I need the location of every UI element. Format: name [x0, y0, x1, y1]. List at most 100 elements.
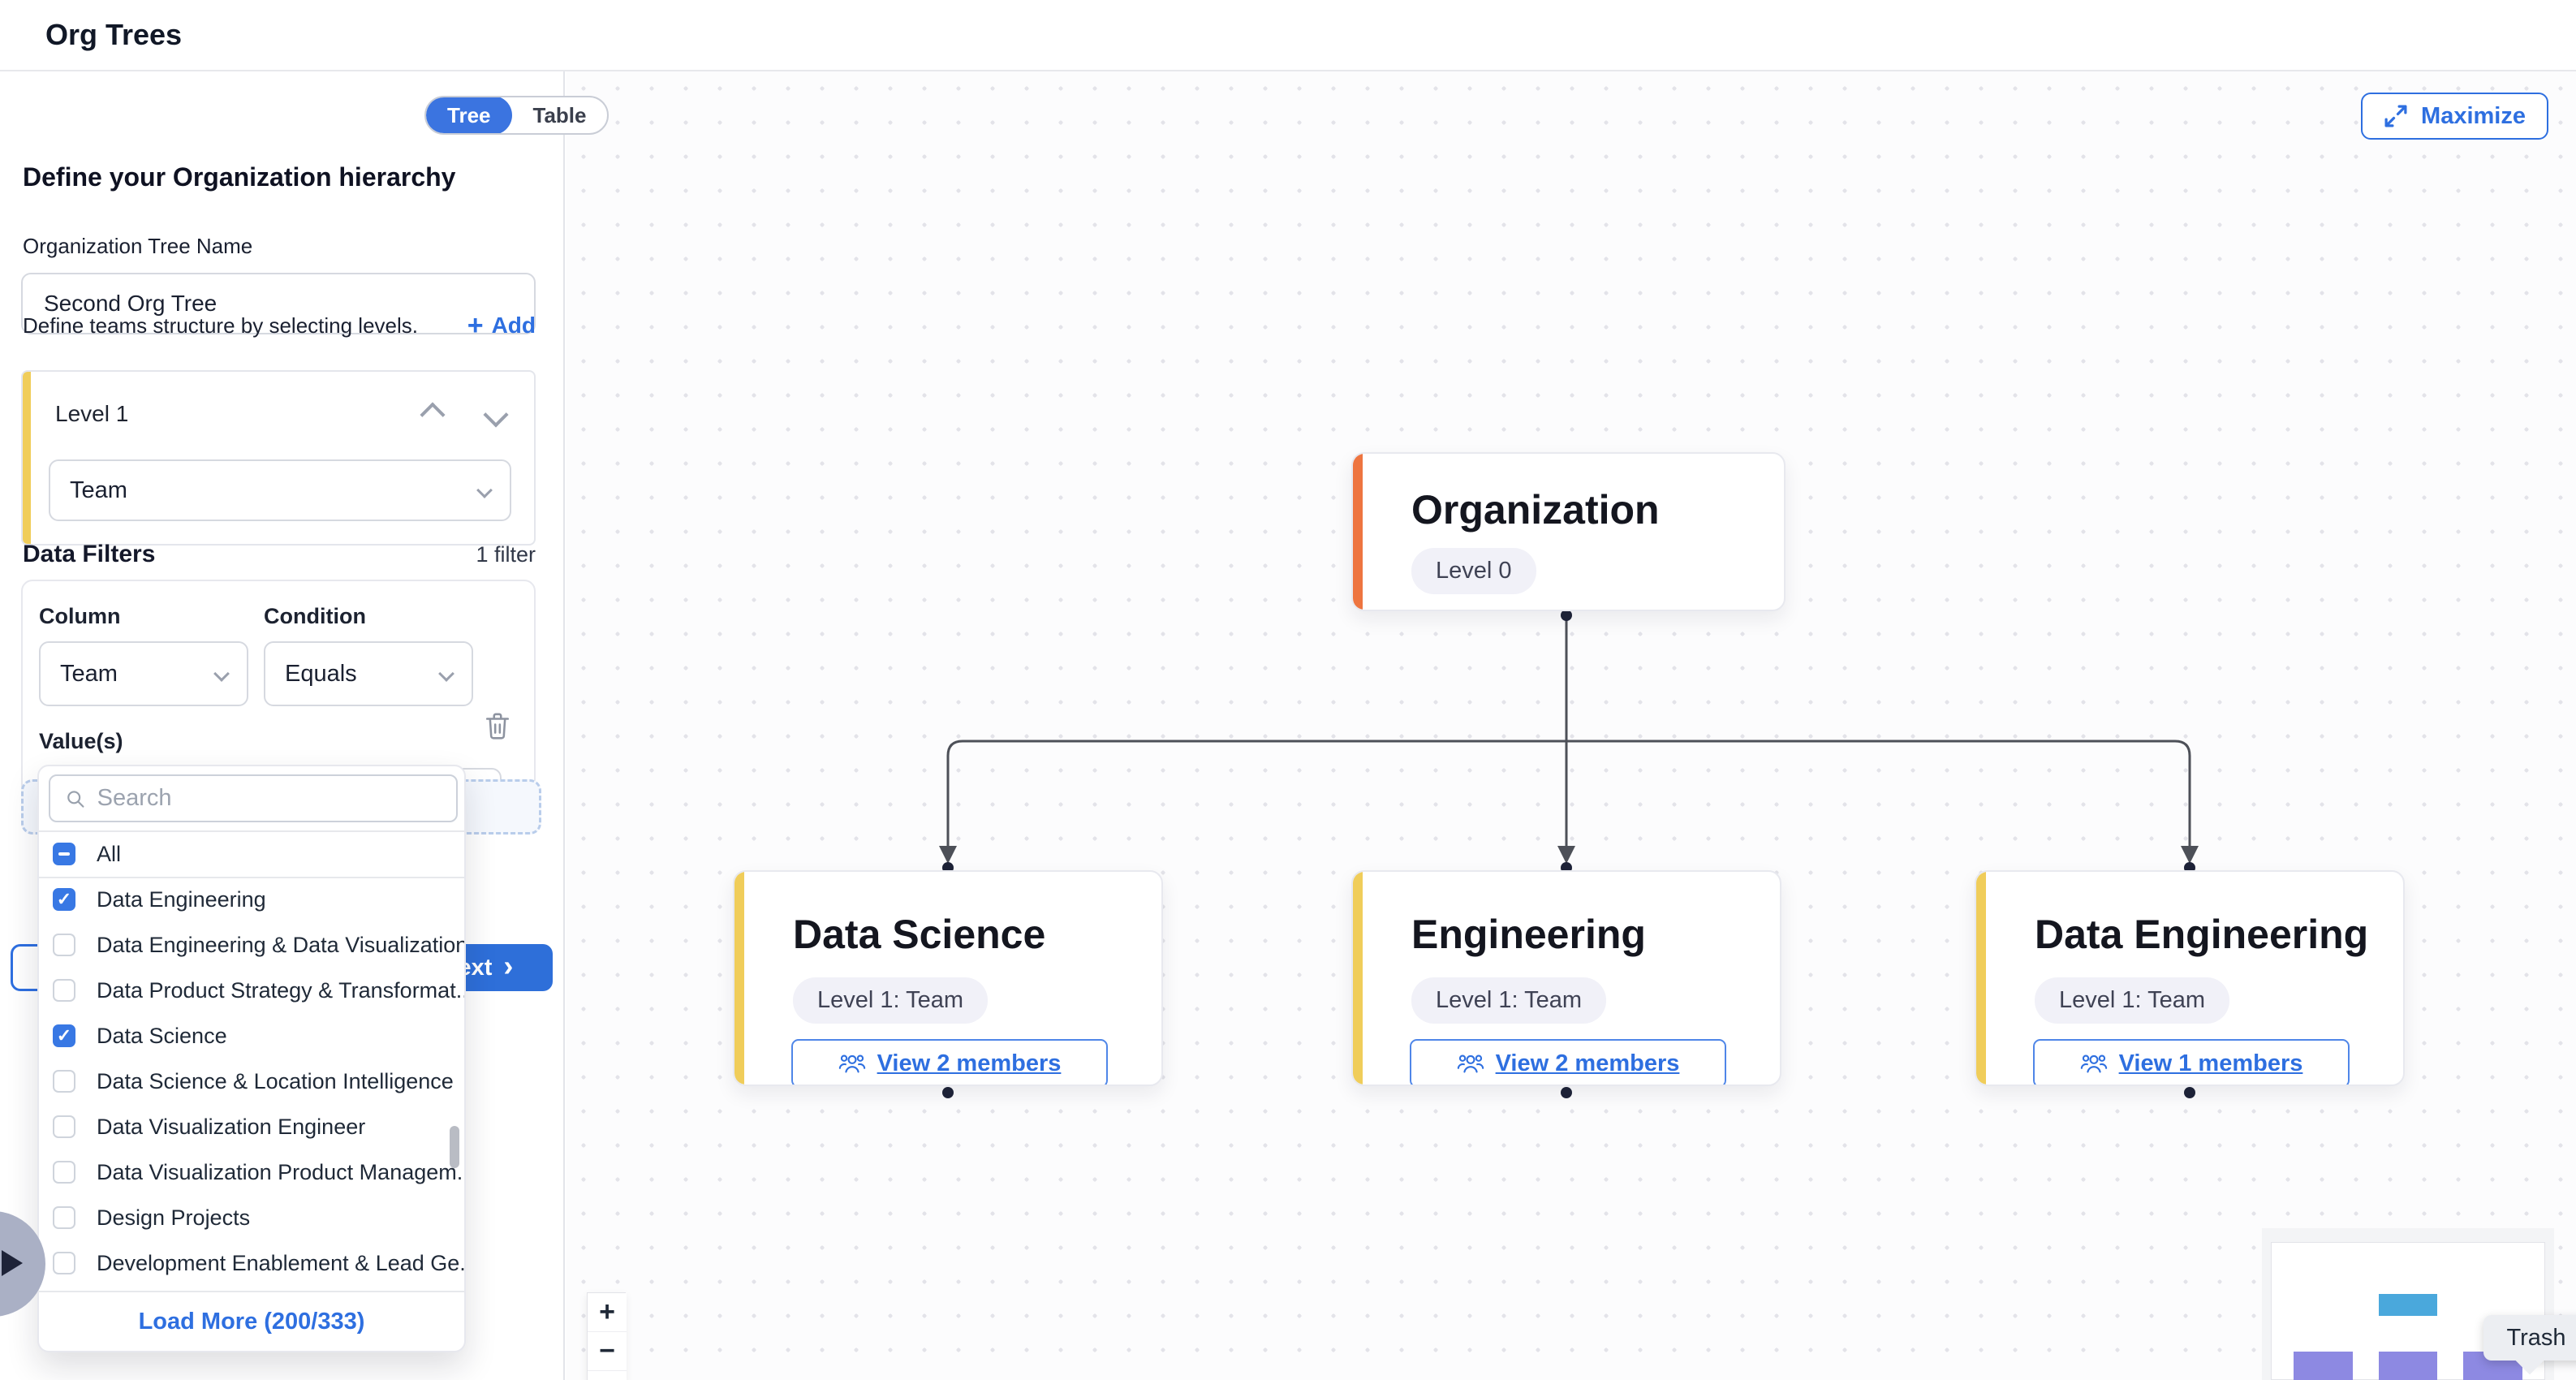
move-down-icon[interactable]: [483, 402, 509, 428]
column-label: Column: [39, 604, 121, 628]
search-input[interactable]: [97, 785, 442, 812]
dropdown-option[interactable]: ✓ Data Engineering: [39, 877, 464, 922]
maximize-button[interactable]: Maximize: [2361, 93, 2548, 140]
view-members-button[interactable]: View 1 members: [2033, 1039, 2350, 1085]
users-icon: [1457, 1054, 1484, 1073]
node-accent-bar: [1976, 872, 1986, 1085]
dropdown-option[interactable]: Development Enablement & Lead Ge...: [39, 1240, 464, 1286]
option-label: Data Engineering: [97, 886, 266, 912]
play-icon: [2, 1250, 23, 1276]
trash-tooltip-label: Trash: [2506, 1324, 2566, 1351]
org-tree-canvas[interactable]: Maximize Organization Level 0 Data Scien…: [566, 71, 2576, 1380]
dropdown-option[interactable]: Design Projects: [39, 1195, 464, 1240]
option-label: Data Science: [97, 1023, 227, 1048]
view-members-label: View 2 members: [1495, 1050, 1680, 1076]
delete-filter-icon[interactable]: [484, 709, 511, 742]
hierarchy-sidebar: Tree Table Define your Organization hier…: [0, 71, 610, 1380]
option-checkbox[interactable]: [53, 1115, 75, 1138]
divider: [39, 830, 464, 832]
view-members-button[interactable]: View 2 members: [791, 1039, 1108, 1085]
option-label: Data Engineering & Data Visualization: [97, 932, 464, 957]
option-label: Development Enablement & Lead Ge...: [97, 1250, 464, 1275]
users-icon: [838, 1054, 865, 1073]
sidebar-heading: Define your Organization hierarchy: [23, 162, 456, 192]
node-accent-bar: [734, 872, 744, 1085]
level-type-select[interactable]: Team: [49, 459, 511, 521]
load-more-link[interactable]: Load More (200/333): [138, 1308, 365, 1335]
dropdown-option[interactable]: Data Science & Location Intelligence: [39, 1059, 464, 1104]
minimap-root-node: [2379, 1294, 2437, 1316]
values-label: Value(s): [39, 729, 123, 753]
node-title: Engineering: [1411, 912, 1646, 957]
node-title: Organization: [1411, 487, 1660, 533]
fit-view-button[interactable]: [588, 1371, 627, 1380]
toggle-table[interactable]: Table: [532, 102, 587, 127]
zoom-out-button[interactable]: −: [588, 1332, 627, 1371]
trash-tooltip: Trash: [2483, 1315, 2576, 1361]
column-select[interactable]: Team: [39, 641, 248, 706]
levels-instruction: Define teams structure by selecting leve…: [23, 313, 418, 338]
toggle-tree[interactable]: Tree: [426, 97, 512, 133]
option-checkbox[interactable]: [53, 979, 75, 1002]
users-icon: [2080, 1054, 2107, 1073]
team-node[interactable]: Data Engineering Level 1: Team View 1 me…: [1975, 870, 2405, 1086]
dropdown-search[interactable]: [49, 774, 458, 822]
select-all-label: All: [97, 841, 122, 866]
scrollbar-thumb[interactable]: [450, 1126, 459, 1168]
level-accent-bar: [23, 372, 31, 544]
data-filters-heading: Data Filters: [23, 541, 156, 567]
option-checkbox[interactable]: ✓: [53, 1024, 75, 1047]
option-label: Data Product Strategy & Transformat...: [97, 977, 464, 1003]
option-label: Data Visualization Engineer: [97, 1114, 366, 1139]
tree-name-label: Organization Tree Name: [23, 234, 253, 258]
app-header: Org Trees: [0, 0, 2576, 71]
option-label: Data Science & Location Intelligence: [97, 1068, 454, 1093]
option-label: Design Projects: [97, 1205, 251, 1230]
add-level-button[interactable]: + Add: [467, 312, 536, 339]
option-checkbox[interactable]: ✓: [53, 888, 75, 911]
option-checkbox[interactable]: [53, 1161, 75, 1184]
dropdown-option[interactable]: Data Visualization Engineer: [39, 1104, 464, 1149]
option-checkbox[interactable]: [53, 1252, 75, 1274]
select-all-checkbox[interactable]: [53, 843, 75, 865]
maximize-icon: [2384, 105, 2407, 127]
dropdown-option[interactable]: Data Visualization Product Managem...: [39, 1149, 464, 1195]
select-all-row[interactable]: All: [39, 831, 464, 877]
node-level-badge: Level 0: [1411, 548, 1536, 594]
maximize-label: Maximize: [2421, 102, 2526, 129]
chevron-down-icon: [438, 666, 454, 682]
view-members-label: View 2 members: [877, 1050, 1062, 1076]
condition-value: Equals: [285, 660, 357, 687]
zoom-in-button[interactable]: +: [588, 1293, 627, 1332]
move-up-icon[interactable]: [420, 402, 446, 428]
tree-name-input[interactable]: [21, 273, 536, 334]
add-level-label: Add: [491, 313, 536, 338]
option-checkbox[interactable]: [53, 1070, 75, 1093]
values-dropdown-panel: All ✓ Data Engineering Data Engineering …: [37, 765, 466, 1352]
option-checkbox[interactable]: [53, 1206, 75, 1229]
filter-count: 1 filter: [476, 542, 536, 567]
zoom-controls: + −: [587, 1292, 627, 1380]
view-members-label: View 1 members: [2118, 1050, 2303, 1076]
level-title: Level 1: [55, 401, 129, 426]
org-root-node[interactable]: Organization Level 0: [1351, 452, 1786, 611]
dropdown-option[interactable]: Data Engineering & Data Visualization: [39, 922, 464, 968]
view-toggle[interactable]: Tree Table: [424, 96, 610, 135]
divider: [39, 877, 464, 878]
node-level-badge: Level 1: Team: [2035, 977, 2230, 1024]
page-title: Org Trees: [45, 18, 183, 51]
team-node[interactable]: Data Science Level 1: Team View 2 member…: [733, 870, 1163, 1086]
plus-icon: +: [467, 310, 484, 341]
dropdown-option[interactable]: ✓ Data Science: [39, 1013, 464, 1059]
node-accent-bar: [1353, 454, 1363, 610]
dropdown-option[interactable]: Data Product Strategy & Transformat...: [39, 968, 464, 1013]
node-level-badge: Level 1: Team: [1411, 977, 1607, 1024]
option-checkbox[interactable]: [53, 934, 75, 956]
team-node[interactable]: Engineering Level 1: Team View 2 members: [1351, 870, 1781, 1086]
option-label: Data Visualization Product Managem...: [97, 1159, 464, 1184]
condition-select[interactable]: Equals: [264, 641, 473, 706]
condition-label: Condition: [264, 604, 366, 628]
view-members-button[interactable]: View 2 members: [1410, 1039, 1726, 1085]
node-level-badge: Level 1: Team: [793, 977, 989, 1024]
